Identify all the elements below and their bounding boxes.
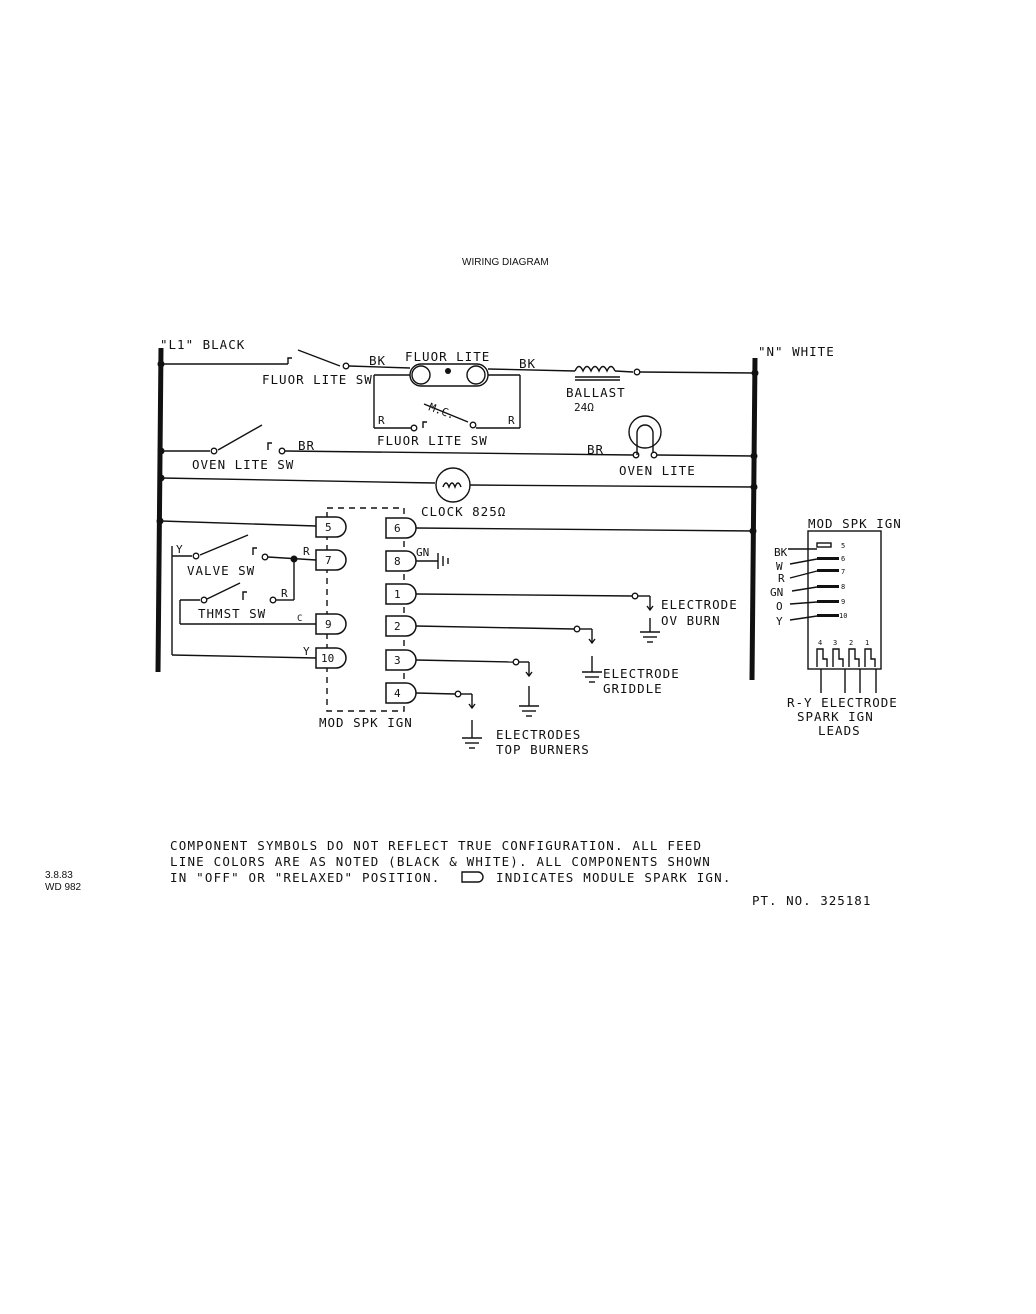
module-caption-3: LEADS: [818, 723, 861, 738]
module-pin-9: 9: [841, 598, 845, 606]
module-out-4: 4: [818, 639, 822, 647]
terminal-6: [385, 517, 417, 539]
date-code: 3.8.83: [45, 870, 73, 881]
note-line-2: LINE COLORS ARE AS NOTED (BLACK & WHITE)…: [170, 854, 711, 869]
module-wire-gn: GN: [770, 586, 783, 599]
wire-r-1: R: [378, 414, 385, 427]
wire-r-2: R: [508, 414, 515, 427]
clock-label: CLOCK 825Ω: [421, 504, 506, 519]
n-label: "N" WHITE: [758, 344, 835, 359]
electrode-ov-burn-label-2: OV BURN: [661, 613, 721, 628]
wire-gn: GN: [416, 546, 429, 559]
n-bus: [749, 357, 758, 681]
terminal-5-label: 5: [325, 521, 332, 534]
electrode-griddle-label-2: GRIDDLE: [603, 681, 663, 696]
terminal-4-label: 4: [394, 687, 401, 700]
module-title: MOD SPK IGN: [808, 516, 902, 531]
terminal-2: [385, 615, 417, 637]
wire-6-to-n: [415, 527, 754, 532]
terminal-7: [315, 549, 347, 571]
thmst-sw-label: THMST SW: [198, 606, 266, 621]
terminal-4: [385, 682, 417, 704]
wire-l1-to-5: [160, 520, 317, 527]
mod-spk-ign-outline: [326, 507, 405, 712]
clock-circuit: [160, 467, 755, 503]
electrode-ov-burn: [415, 592, 660, 643]
terminal-9: [315, 613, 347, 635]
note-line-1: COMPONENT SYMBOLS DO NOT REFLECT TRUE CO…: [170, 838, 702, 853]
terminal-8-label: 8: [394, 555, 401, 568]
diagram-title: WIRING DIAGRAM: [462, 257, 549, 268]
l1-label: "L1" BLACK: [160, 337, 245, 352]
left-terminals: [315, 516, 347, 669]
valve-thmst-circuit: [171, 534, 317, 659]
module-out-2: 2: [849, 639, 853, 647]
wire-r-3: R: [303, 545, 310, 558]
oven-lite-circuit: [161, 415, 755, 459]
wire-br-1: BR: [298, 438, 315, 453]
fluor-lite-label: FLUOR LITE: [405, 349, 490, 364]
module-wire-o: O: [776, 600, 783, 613]
terminal-3-label: 3: [394, 654, 401, 667]
module-pin-7: 7: [841, 568, 845, 576]
wire-r-4: R: [281, 587, 288, 600]
ballast-value: 24Ω: [574, 401, 594, 414]
terminal-10-label: 10: [321, 652, 334, 665]
module-caption-1: R-Y ELECTRODE: [787, 695, 898, 710]
module-out-1: 1: [865, 639, 869, 647]
ballast-label: BALLAST: [566, 385, 626, 400]
terminal-6-label: 6: [394, 522, 401, 535]
wire-c: C: [297, 614, 302, 624]
module-wire-bk: BK: [774, 546, 788, 559]
module-wire-y: Y: [776, 615, 783, 628]
fluor-lite-sw-2-label: FLUOR LITE SW: [377, 433, 488, 448]
module-pin-5: 5: [841, 542, 845, 550]
wire-y-1: Y: [176, 543, 183, 556]
oven-lite-sw-label: OVEN LITE SW: [192, 457, 294, 472]
module-out-3: 3: [833, 639, 837, 647]
mod-spk-ign-inset: [788, 530, 882, 693]
terminal-5: [315, 516, 347, 538]
electrodes-top-label-2: TOP BURNERS: [496, 742, 590, 757]
electrode-ov-burn-label-1: ELECTRODE: [661, 597, 738, 612]
right-terminals: [385, 517, 417, 704]
electrode-griddle: [415, 625, 602, 683]
fluor-lite-sw-label: FLUOR LITE SW: [262, 372, 373, 387]
module-symbol-icon: [461, 871, 484, 883]
module-caption-2: SPARK IGN: [797, 709, 874, 724]
terminal-8: [385, 550, 417, 572]
terminal-7-label: 7: [325, 554, 332, 567]
electrodes-top-label-1: ELECTRODES: [496, 727, 581, 742]
electrode-griddle-label-1: ELECTRODE: [603, 666, 680, 681]
module-wire-w: W: [776, 560, 783, 573]
fluor-lite-circuit: [161, 349, 756, 432]
mc-label: M.C.: [427, 401, 456, 422]
module-wire-r: R: [778, 572, 785, 585]
mod-spk-ign-label: MOD SPK IGN: [319, 715, 413, 730]
part-number: PT. NO. 325181: [752, 893, 871, 908]
l1-bus: [155, 347, 164, 673]
note-line-3a: IN "OFF" OR "RELAXED" POSITION.: [170, 870, 441, 885]
terminal-2-label: 2: [394, 620, 401, 633]
valve-sw-label: VALVE SW: [187, 563, 255, 578]
note-line-3b: INDICATES MODULE SPARK IGN.: [496, 870, 732, 885]
terminal-10: [315, 647, 347, 669]
terminal-1-label: 1: [394, 588, 401, 601]
electrodes-top-burners: [415, 658, 539, 749]
module-pin-10: 10: [839, 612, 847, 620]
wd-code: WD 982: [45, 882, 82, 893]
terminal-1: [385, 583, 417, 605]
gn-ground: [416, 553, 449, 569]
module-pin-8: 8: [841, 583, 845, 591]
wire-br-2: BR: [587, 442, 604, 457]
terminal-3: [385, 649, 417, 671]
oven-lite-label: OVEN LITE: [619, 463, 696, 478]
terminal-9-label: 9: [325, 618, 332, 631]
wire-bk-2: BK: [519, 356, 536, 371]
module-pin-6: 6: [841, 555, 845, 563]
wire-y-2: Y: [303, 645, 310, 658]
wire-bk-1: BK: [369, 353, 386, 368]
